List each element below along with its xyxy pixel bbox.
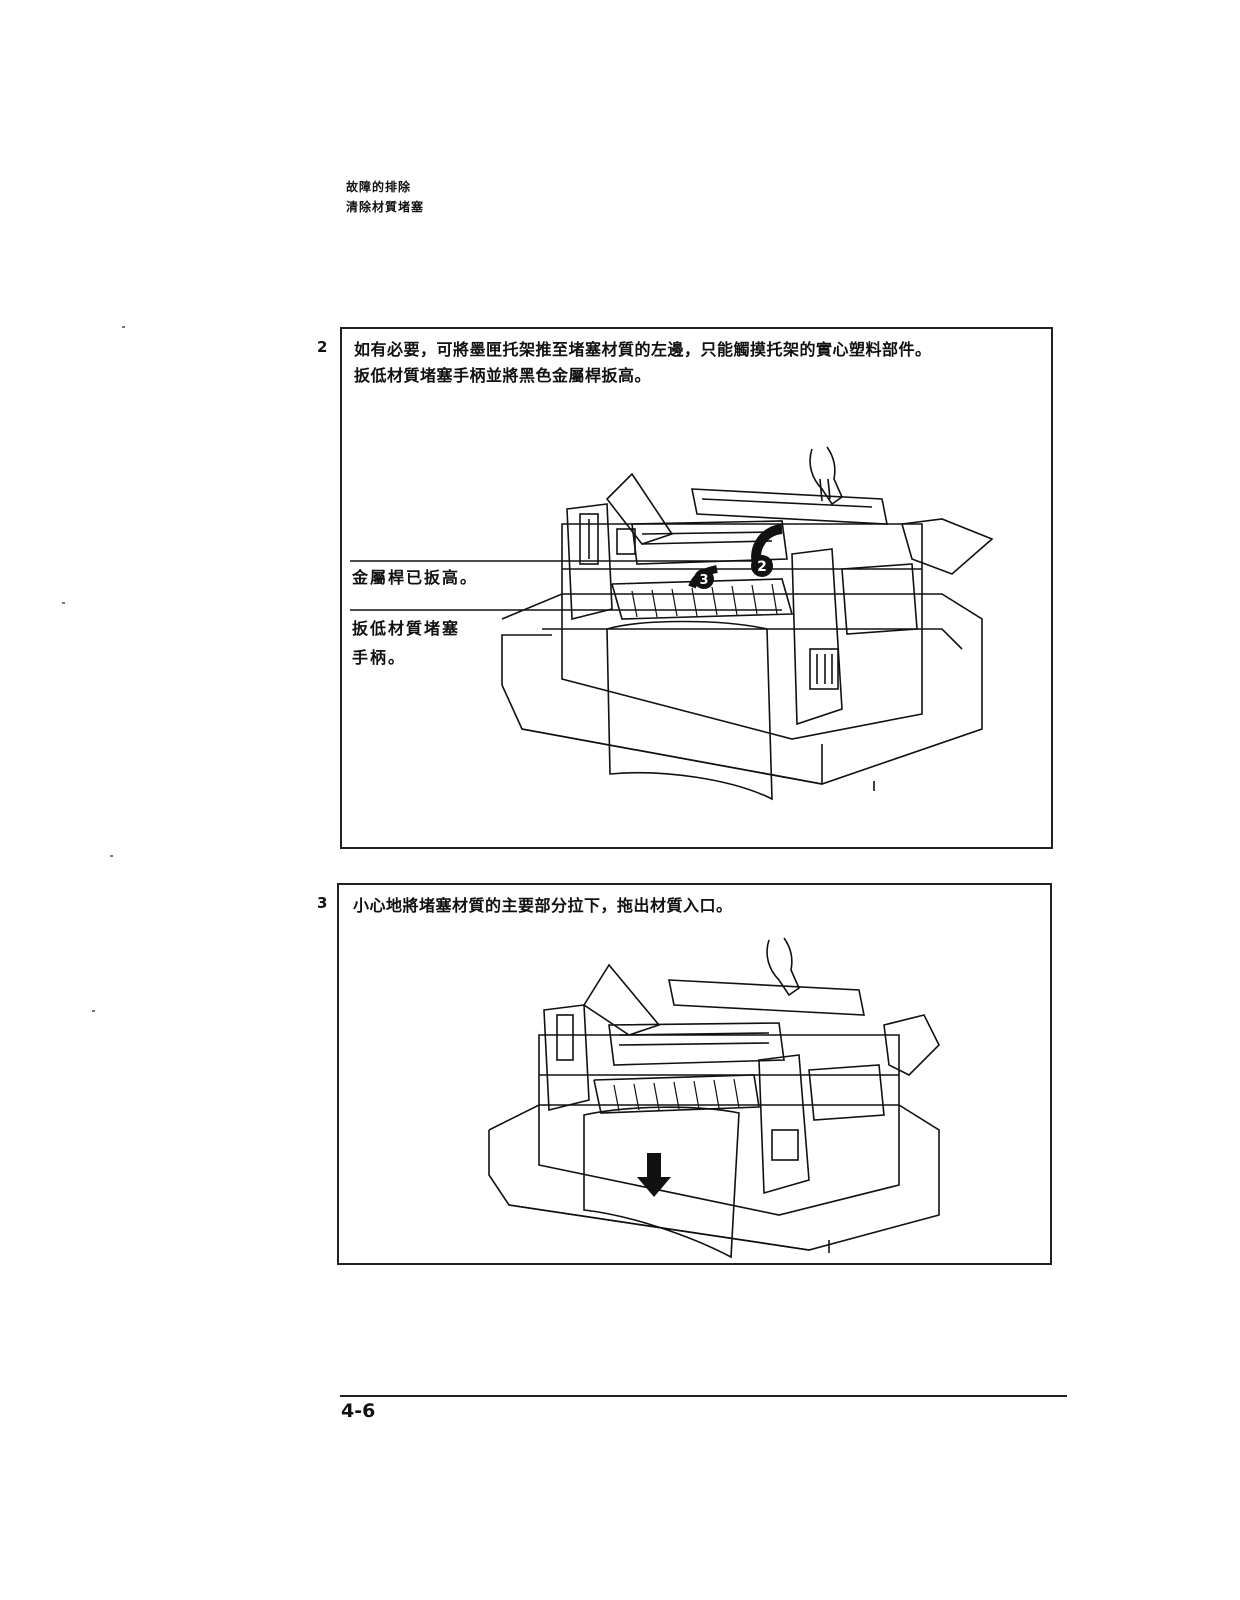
- step-3-number: 3: [317, 894, 328, 912]
- step-2-panel: 如有必要，可將墨匣托架推至堵塞材質的左邊，只能觸摸托架的實心塑料部件。 扳低材質…: [340, 327, 1053, 849]
- callout-lever-raised: 金屬桿已扳高。: [352, 568, 479, 587]
- scan-speck: [62, 602, 65, 604]
- section-title: 清除材質堵塞: [346, 200, 425, 214]
- scan-speck: [92, 1010, 95, 1012]
- step-2-number: 2: [317, 338, 328, 356]
- step-2-line-1: 如有必要，可將墨匣托架推至堵塞材質的左邊，只能觸摸托架的實心塑料部件。: [354, 340, 932, 359]
- callout-handle-lowered-1: 扳低材質堵塞: [352, 619, 461, 638]
- chapter-title: 故障的排除: [346, 180, 412, 194]
- marker-3: 3: [699, 573, 708, 588]
- scan-speck: [110, 855, 113, 857]
- plotter-illustration-step-3: [488, 937, 940, 1259]
- callout-handle-lowered-2: 手柄。: [352, 648, 407, 667]
- marker-2: 2: [757, 559, 767, 575]
- scan-speck: [122, 326, 125, 328]
- step-3-panel: 小心地將堵塞材質的主要部分拉下，拖出材質入口。: [337, 883, 1052, 1265]
- page-number: 4-6: [341, 1400, 376, 1422]
- step-2-line-2: 扳低材質堵塞手柄並將黑色金屬桿扳高。: [354, 366, 652, 385]
- step-3-line-1: 小心地將堵塞材質的主要部分拉下，拖出材質入口。: [353, 896, 733, 915]
- plotter-illustration-step-2: 2 3: [350, 446, 994, 801]
- footer-rule: [340, 1395, 1067, 1397]
